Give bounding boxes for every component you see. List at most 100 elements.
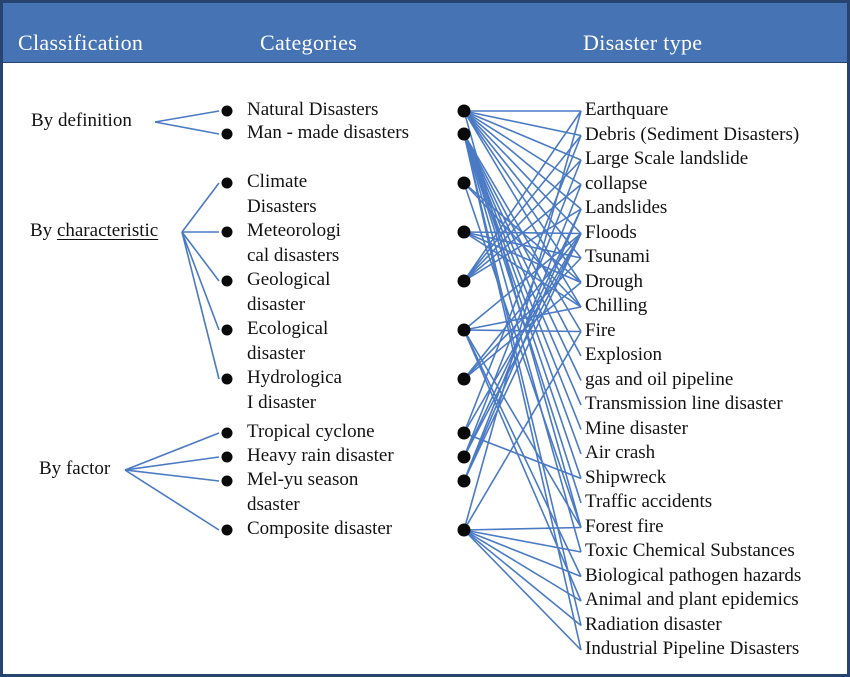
hub-bullet [457,372,471,386]
category-label-line: Climate [247,171,308,192]
connection-line [463,331,582,531]
connection-line [463,110,582,137]
classification-fan-line [181,231,220,331]
connection-line [463,110,582,210]
connection-line [463,133,582,626]
classification-fan-line [124,469,220,482]
category-label-line: Ecological [247,318,329,339]
category-bullet [221,427,233,439]
disaster-type-label: Toxic Chemical Substances [585,540,795,561]
hub-bullet [457,426,471,440]
category-label-line: Meteorologi [247,220,341,241]
connection-line [463,526,582,531]
disaster-type-label: Forest fire [585,515,664,537]
disaster-type-label: Tsunami [585,246,651,267]
classification-fan-line [181,231,220,282]
category-label-line: Heavy rain disaster [247,445,394,466]
category-label: Tropical cyclone [247,420,375,445]
disaster-type-label: gas and oil pipeline [585,368,734,390]
category-label-line: Natural Disasters [247,99,379,120]
disaster-type-label: Mine disaster [585,417,688,439]
disaster-type-label: Earthquare [585,99,669,120]
connection-line [463,134,582,282]
category-label-line: I disaster [247,391,317,413]
disaster-type-label: Industrial Pipeline Disasters [585,638,800,659]
category-bullet [221,105,233,117]
connection-line [463,110,582,282]
connection-line [463,529,582,553]
category-label-line: disaster [247,293,306,315]
disaster-type-label: Animal and plant epidemics [585,589,799,610]
category-bullet [221,324,233,336]
category-label-line: Man - made disasters [247,122,409,143]
disaster-type-label: Radiation disaster [585,613,722,635]
classification-fan-line [154,121,220,135]
classification-label-prefix: By [39,458,66,479]
hub-bullet [457,274,471,288]
header-classification: Classification [18,30,144,55]
category-bullet [221,475,233,487]
classification-label-word: factor [65,458,111,479]
connection-line [463,110,582,161]
category-label-line: Tropical cyclone [247,421,375,442]
connection-line [463,133,582,455]
category-label: Meteorologi cal disasters [247,219,341,268]
category-bullet [221,177,233,189]
disaster-type-label: Fire [585,319,616,341]
disaster-type-label: Explosion [585,344,663,365]
connection-line [463,133,582,651]
connection-line [463,529,582,627]
connection-line [463,529,582,651]
classification-label-prefix: By [31,110,58,131]
category-label: Composite disaster [247,517,392,542]
category-bullet [221,275,233,287]
connection-line [463,110,582,235]
header-disaster-type: Disaster type [583,30,703,55]
category-bullet [221,373,233,385]
category-label-line: cal disasters [247,244,340,266]
classification-fan-line [181,182,220,233]
hub-bullet [457,523,471,537]
classification-label-prefix: By [30,220,57,241]
disaster-type-label: Traffic accidents [585,491,713,512]
category-bullet [221,226,233,238]
category-label-line: disaster [247,342,306,364]
category-bullet [221,524,233,536]
category-bullet [221,128,233,140]
classification-label: By factor [39,457,110,482]
classification-label-word: characteristic [56,220,159,241]
connection-line [463,232,582,380]
classification-fan-line [124,432,220,471]
disaster-type-label: Biological pathogen hazards [585,564,802,586]
connection-line [463,529,582,602]
category-label-line: Geological [247,269,331,290]
disaster-type-label: Air crash [585,442,656,463]
hub-bullet [457,450,471,464]
classification-label: By characteristic [30,219,158,244]
hub-bullet [457,104,471,118]
connection-line [463,159,582,458]
connection-line [463,231,582,308]
classification-fan-line [154,110,220,123]
disaster-type-label: Floods [585,221,637,243]
connection-line [463,329,582,602]
disaster-type-label: Transmission line disaster [585,393,783,414]
hub-bullet [457,127,471,141]
table-header: Classification Categories Disaster type [3,3,847,63]
category-label: Heavy rain disaster [247,444,394,469]
connection-line [463,135,582,434]
disaster-type-label: Debris (Sediment Disasters) [585,123,800,145]
disaster-type-label: Large Scale landslide [585,148,749,169]
category-label: Man - made disasters [247,121,409,146]
category-label-line: Mel-yu season [247,469,359,490]
connection-line [463,529,582,578]
disaster-type-label: Shipwreck [585,466,667,488]
disaster-type-label: Landslides [585,197,668,218]
connection-line [463,184,582,482]
category-label-line: Disasters [247,195,317,217]
